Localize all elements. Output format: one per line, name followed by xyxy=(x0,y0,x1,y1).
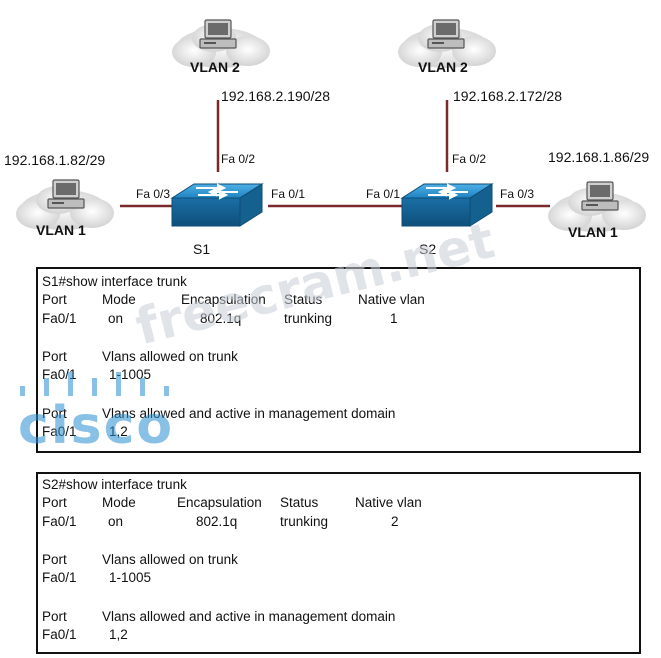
pc-top-left-vlan-label: VLAN 2 xyxy=(190,59,240,75)
s1-active-header-port: Port xyxy=(42,406,67,421)
s2-row-status: trunking xyxy=(280,514,329,529)
s2-allowed-header-vlans: Vlans allowed on trunk xyxy=(102,552,238,567)
s1-header-port: Port xyxy=(42,292,67,307)
s1-port-left-label: Fa 0/3 xyxy=(136,187,171,201)
s1-header-mode: Mode xyxy=(102,292,136,307)
s2-trunk-output-panel xyxy=(36,472,641,654)
switch-s1-icon xyxy=(171,183,263,227)
pc-icon xyxy=(581,181,619,211)
s1-row-native-vlan: 1 xyxy=(390,311,398,326)
pc-top-left-ip-label: 192.168.2.190/28 xyxy=(221,88,330,104)
switch-s2-icon xyxy=(401,183,493,227)
s1-header-status: Status xyxy=(284,292,323,307)
s1-active-row-vlans: 1,2 xyxy=(109,424,128,439)
s1-row-encapsulation: 802.1q xyxy=(200,311,242,326)
s2-active-header-vlans: Vlans allowed and active in management d… xyxy=(102,609,396,624)
s1-command: S1#show interface trunk xyxy=(42,274,187,289)
s1-allowed-row-port: Fa0/1 xyxy=(42,367,77,382)
s1-port-up-label: Fa 0/2 xyxy=(221,152,256,166)
s2-row-native-vlan: 2 xyxy=(391,514,399,529)
s2-header-mode: Mode xyxy=(102,495,136,510)
links xyxy=(120,100,550,208)
s1-allowed-header-port: Port xyxy=(42,349,67,364)
s1-row-mode: on xyxy=(108,311,124,326)
s2-port-right-label: Fa 0/3 xyxy=(500,187,535,201)
s1-row-port: Fa0/1 xyxy=(42,311,77,326)
s2-allowed-row-vlans: 1-1005 xyxy=(109,570,152,585)
pc-right-vlan-label: VLAN 1 xyxy=(568,224,618,240)
s1-active-row-port: Fa0/1 xyxy=(42,424,77,439)
pc-top-right-vlan-label: VLAN 2 xyxy=(418,59,468,75)
s2-allowed-row-port: Fa0/1 xyxy=(42,570,77,585)
s2-header-port: Port xyxy=(42,495,67,510)
s1-row-status: trunking xyxy=(284,311,333,326)
s2-name-label: S2 xyxy=(419,241,437,257)
pc-icon xyxy=(199,19,237,49)
pc-left-vlan-label: VLAN 1 xyxy=(36,222,86,238)
s1-name-label: S1 xyxy=(193,241,211,257)
s2-active-row-vlans: 1,2 xyxy=(109,627,128,642)
s2-header-native-vlan: Native vlan xyxy=(355,495,422,510)
s1-port-right-label: Fa 0/1 xyxy=(271,187,306,201)
s2-command: S2#show interface trunk xyxy=(42,477,187,492)
pc-left-ip-label: 192.168.1.82/29 xyxy=(4,152,106,168)
s2-row-mode: on xyxy=(108,514,124,529)
s1-header-encapsulation: Encapsulation xyxy=(181,292,266,307)
pc-top-right-ip-label: 192.168.2.172/28 xyxy=(453,88,562,104)
s1-trunk-output-panel xyxy=(36,267,641,453)
s1-allowed-header-vlans: Vlans allowed on trunk xyxy=(102,349,238,364)
s2-active-header-port: Port xyxy=(42,609,67,624)
pc-icon xyxy=(427,19,465,49)
s2-header-encapsulation: Encapsulation xyxy=(177,495,262,510)
s2-row-port: Fa0/1 xyxy=(42,514,77,529)
pc-right-ip-label: 192.168.1.86/29 xyxy=(548,149,650,165)
s1-active-header-vlans: Vlans allowed and active in management d… xyxy=(102,406,396,421)
s2-active-row-port: Fa0/1 xyxy=(42,627,77,642)
s2-header-status: Status xyxy=(280,495,319,510)
s2-port-left-label: Fa 0/1 xyxy=(366,187,401,201)
s2-allowed-header-port: Port xyxy=(42,552,67,567)
s1-allowed-row-vlans: 1-1005 xyxy=(109,367,152,382)
s2-port-up-label: Fa 0/2 xyxy=(452,152,487,166)
pc-icon xyxy=(47,179,85,209)
s1-header-native-vlan: Native vlan xyxy=(358,292,425,307)
s2-row-encapsulation: 802.1q xyxy=(196,514,238,529)
